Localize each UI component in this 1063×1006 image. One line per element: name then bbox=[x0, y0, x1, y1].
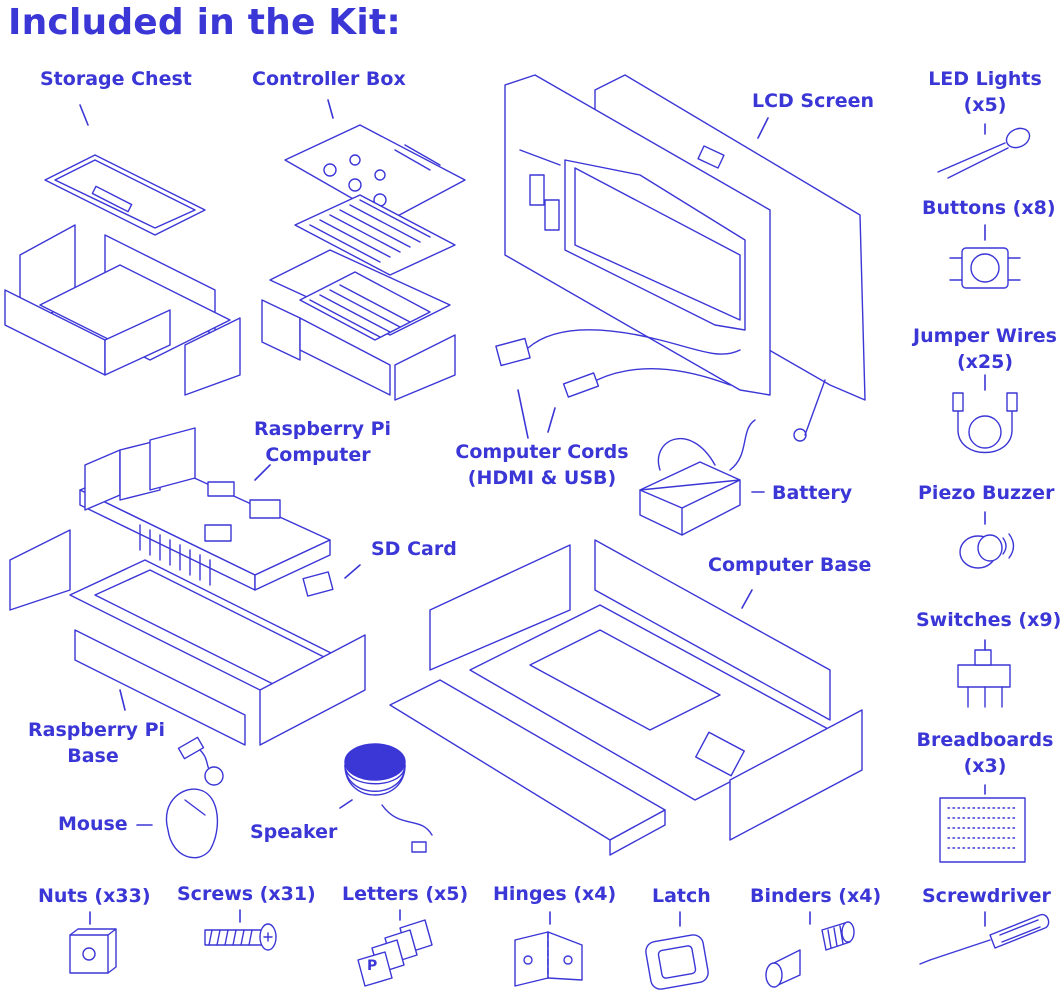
label-raspberry-pi-computer: Raspberry Pi Computer bbox=[254, 416, 392, 468]
label-computer-cords-line1: Computer Cords bbox=[455, 441, 629, 463]
piezo-buzzer-illustration bbox=[959, 511, 1015, 569]
switches-illustration bbox=[957, 639, 1011, 708]
computer-base-illustration bbox=[389, 539, 863, 856]
label-sd-card: SD Card bbox=[371, 538, 457, 560]
label-switches: Switches (x9) bbox=[916, 609, 1062, 631]
label-computer-base: Computer Base bbox=[708, 554, 872, 576]
page-title: Included in the Kit: bbox=[8, 2, 401, 43]
label-led-lights-name: LED Lights bbox=[928, 68, 1042, 90]
speaker-illustration bbox=[339, 743, 433, 853]
computer-cords-illustration bbox=[495, 329, 741, 439]
label-raspberry-pi-computer-line2: Computer bbox=[265, 444, 371, 466]
letter-p-glyph: P bbox=[367, 958, 378, 974]
label-computer-cords: Computer Cords (HDMI & USB) bbox=[454, 439, 630, 491]
sd-card-illustration bbox=[302, 564, 361, 597]
label-battery: Battery bbox=[772, 482, 853, 504]
label-raspberry-pi-base-line2: Base bbox=[67, 745, 119, 767]
label-screwdriver: Screwdriver bbox=[922, 885, 1051, 907]
label-breadboards: Breadboards (x3) bbox=[916, 727, 1054, 779]
screwdriver-illustration bbox=[919, 911, 1050, 965]
label-controller-box: Controller Box bbox=[252, 68, 406, 90]
raspberry-pi-base-illustration bbox=[9, 529, 366, 746]
label-breadboards-qty: (x3) bbox=[963, 755, 1007, 777]
nut-illustration bbox=[69, 911, 117, 974]
button-illustration bbox=[949, 224, 1021, 289]
label-raspberry-pi-base-line1: Raspberry Pi bbox=[28, 719, 166, 741]
letters-illustration bbox=[357, 909, 433, 987]
label-lcd-screen: LCD Screen bbox=[752, 90, 875, 112]
storage-chest-illustration bbox=[4, 104, 241, 396]
label-hinges: Hinges (x4) bbox=[493, 883, 617, 905]
label-nuts: Nuts (x33) bbox=[38, 885, 151, 907]
label-jumper-wires-name: Jumper Wires bbox=[913, 325, 1057, 347]
label-binders: Binders (x4) bbox=[750, 885, 882, 907]
label-led-lights-qty: (x5) bbox=[963, 94, 1007, 116]
label-mouse: Mouse bbox=[58, 813, 128, 835]
label-speaker: Speaker bbox=[250, 821, 338, 843]
latch-illustration bbox=[645, 911, 709, 990]
battery-illustration bbox=[639, 419, 765, 536]
label-latch: Latch bbox=[652, 885, 711, 907]
label-piezo-buzzer: Piezo Buzzer bbox=[918, 482, 1055, 504]
mouse-illustration bbox=[136, 736, 224, 859]
label-jumper-wires-qty: (x25) bbox=[956, 351, 1014, 373]
raspberry-pi-computer-illustration bbox=[79, 427, 331, 591]
label-screws: Screws (x31) bbox=[177, 883, 316, 905]
label-storage-chest: Storage Chest bbox=[40, 68, 192, 90]
lcd-screen-illustration bbox=[504, 74, 866, 442]
label-jumper-wires: Jumper Wires (x25) bbox=[910, 323, 1060, 375]
hinge-illustration bbox=[514, 911, 583, 987]
label-raspberry-pi-base: Raspberry Pi Base bbox=[28, 717, 166, 769]
label-led-lights: LED Lights (x5) bbox=[926, 66, 1044, 118]
label-buttons: Buttons (x8) bbox=[922, 197, 1056, 219]
binder-illustration bbox=[765, 911, 855, 988]
label-computer-cords-line2: (HDMI & USB) bbox=[467, 467, 617, 489]
label-breadboards-name: Breadboards bbox=[916, 729, 1054, 751]
controller-box-illustration bbox=[261, 99, 466, 401]
jumper-wires-illustration bbox=[952, 374, 1018, 454]
led-lights-illustration bbox=[937, 123, 1031, 179]
screw-illustration bbox=[204, 909, 277, 951]
label-letters: Letters (x5) bbox=[342, 883, 469, 905]
label-raspberry-pi-computer-line1: Raspberry Pi bbox=[254, 418, 392, 440]
breadboard-illustration bbox=[939, 784, 1026, 863]
